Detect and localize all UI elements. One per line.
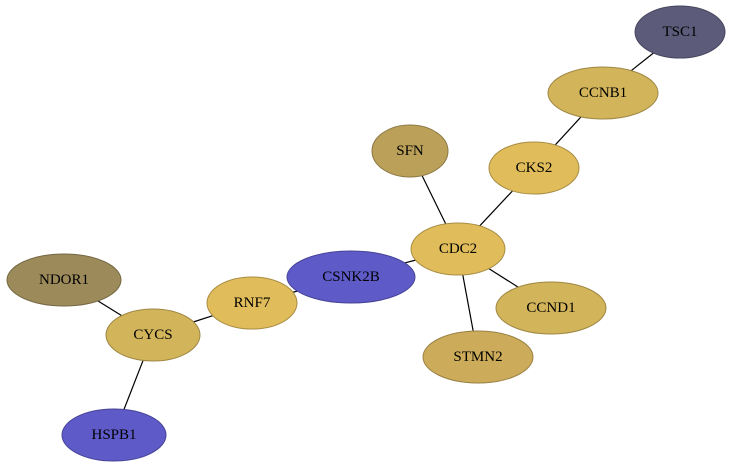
edge-sfn-cdc2 xyxy=(421,175,447,225)
edge-layer xyxy=(97,52,654,410)
node-shape xyxy=(61,408,167,462)
node-shape xyxy=(286,250,416,304)
edge-cdc2-stmn2 xyxy=(462,274,474,332)
node-shape xyxy=(410,222,506,276)
node-shape xyxy=(105,308,201,362)
node-ccnd1[interactable]: CCND1 xyxy=(495,281,607,335)
node-shape xyxy=(422,330,534,384)
edge-cycs-hspb1 xyxy=(123,360,144,410)
node-ndor1[interactable]: NDOR1 xyxy=(6,253,122,307)
node-label: CDC2 xyxy=(439,241,477,257)
node-label: NDOR1 xyxy=(39,272,89,288)
node-shape xyxy=(495,281,607,335)
node-label: CCNB1 xyxy=(579,85,627,101)
node-label: CCND1 xyxy=(526,300,575,316)
edge-tsc1-ccnb1 xyxy=(630,52,654,72)
edge-ccnb1-cks2 xyxy=(554,116,582,146)
node-shape xyxy=(6,253,122,307)
node-stmn2[interactable]: STMN2 xyxy=(422,330,534,384)
edge-rnf7-cycs xyxy=(193,315,213,323)
node-tsc1[interactable]: TSC1 xyxy=(634,5,726,59)
node-ccnb1[interactable]: CCNB1 xyxy=(547,66,659,120)
node-label: CSNK2B xyxy=(322,269,380,285)
node-label: CKS2 xyxy=(516,160,553,176)
node-shape xyxy=(371,124,449,178)
node-label: CYCS xyxy=(133,327,172,343)
node-shape xyxy=(206,276,298,330)
node-label: SFN xyxy=(396,143,424,159)
node-cycs[interactable]: CYCS xyxy=(105,308,201,362)
node-rnf7[interactable]: RNF7 xyxy=(206,276,298,330)
node-label: STMN2 xyxy=(453,349,502,365)
node-cdc2[interactable]: CDC2 xyxy=(410,222,506,276)
node-hspb1[interactable]: HSPB1 xyxy=(61,408,167,462)
node-sfn[interactable]: SFN xyxy=(371,124,449,178)
node-cks2[interactable]: CKS2 xyxy=(488,141,580,195)
node-csnk2b[interactable]: CSNK2B xyxy=(286,250,416,304)
edge-cks2-cdc2 xyxy=(479,190,513,227)
node-label: TSC1 xyxy=(662,24,697,40)
node-shape xyxy=(634,5,726,59)
node-label: HSPB1 xyxy=(91,427,136,443)
edge-ndor1-cycs xyxy=(97,300,122,317)
edge-cdc2-csnk2b xyxy=(404,259,416,264)
edge-cdc2-ccnd1 xyxy=(488,268,519,288)
node-shape xyxy=(488,141,580,195)
node-shape xyxy=(547,66,659,120)
node-label: RNF7 xyxy=(234,295,271,311)
